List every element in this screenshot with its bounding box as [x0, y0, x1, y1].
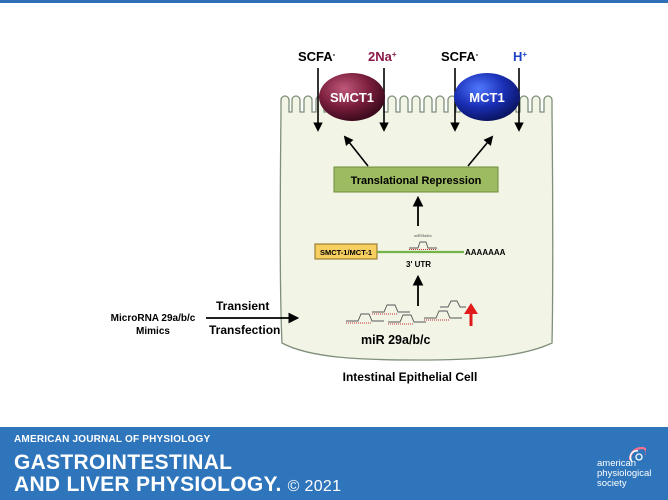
- repression-to-mct1-arrow: [467, 135, 494, 167]
- mechanism-diagram: SCFA- 2Na+ SCFA- H+ SMCT1 MCT1 Translati…: [111, 49, 554, 384]
- journal-title-line1: GASTROINTESTINAL: [14, 451, 233, 474]
- transfection-label: Transfection: [209, 323, 280, 337]
- mct1-scfa-label: SCFA-: [441, 49, 479, 64]
- publisher-line3: society: [597, 478, 627, 489]
- bound-mirna-icon: [409, 241, 437, 249]
- smct1-label: SMCT1: [330, 90, 374, 105]
- journal-title-line2-text: AND LIVER PHYSIOLOGY.: [14, 473, 282, 496]
- journal-title-line2: AND LIVER PHYSIOLOGY. © 2021: [14, 474, 341, 498]
- smct1-scfa-label: SCFA-: [298, 49, 336, 64]
- sodium-label: 2Na+: [368, 49, 397, 64]
- gene-label: SMCT-1/MCT-1: [320, 248, 372, 257]
- proton-label: H+: [513, 49, 527, 64]
- aps-logo-icon: [628, 446, 646, 463]
- publisher-name: american physiological society: [597, 459, 651, 489]
- journal-society-line: AMERICAN JOURNAL OF PHYSIOLOGY: [14, 434, 211, 445]
- mimics-label-line2: Mimics: [136, 326, 170, 337]
- mirna-small-label: miR29a/b/c: [414, 234, 432, 238]
- repression-to-smct1-arrow: [343, 135, 369, 167]
- journal-banner: [0, 427, 668, 500]
- translational-repression-box: [333, 166, 499, 193]
- cell-label: Intestinal Epithelial Cell: [343, 370, 478, 384]
- translational-repression-label: Translational Repression: [351, 175, 482, 187]
- mirna-label: miR 29a/b/c: [361, 333, 431, 347]
- mirna-hairpins-icon: [346, 300, 466, 325]
- publisher-line1: american: [597, 458, 637, 469]
- copyright: © 2021: [287, 478, 342, 495]
- top-rule: [0, 0, 668, 3]
- publisher-line2: physiological: [597, 468, 652, 479]
- upregulation-arrow-icon: [464, 303, 478, 326]
- mimics-label-line1: MicroRNA 29a/b/c: [111, 313, 196, 324]
- smct1-transporter: [319, 73, 385, 121]
- transient-label: Transient: [216, 299, 269, 313]
- mct1-label: MCT1: [469, 90, 504, 105]
- epithelial-cell-outline: [279, 95, 554, 361]
- mct1-transporter: [454, 73, 520, 121]
- utr-label: 3' UTR: [406, 260, 431, 269]
- polya-label: AAAAAAA: [465, 248, 506, 257]
